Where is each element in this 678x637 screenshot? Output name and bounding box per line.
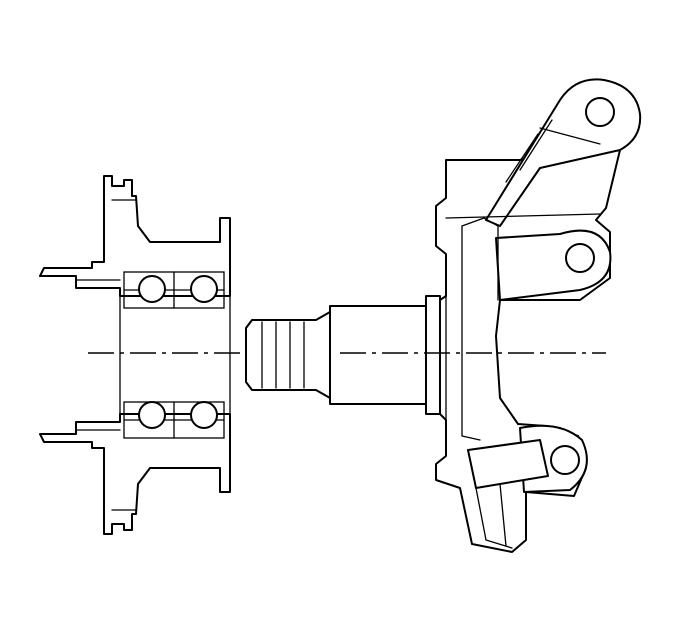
knuckle-lower-arm-edge [475,487,513,549]
knuckle-inner-face [461,217,499,301]
knuckle-lower-hole [550,445,580,475]
bearing-ball [190,275,218,303]
hub-upper-flange [39,175,231,297]
knuckle-middle-hole [565,243,595,273]
steering-knuckle [435,78,642,553]
shaft-collar [425,295,441,415]
bearing-ball [138,275,166,303]
knuckle-lower-arm [467,439,549,489]
knuckle-inner-face [461,225,481,441]
knuckle-arm-edge [505,133,539,183]
hub-bearing [123,271,225,439]
shaft-spline-end [245,311,331,399]
hub-lower-flange [39,413,231,535]
shaft-body [329,305,431,405]
knuckle-arm-edge [519,119,553,171]
knuckle-lower-arm-edge [499,483,507,547]
bearing-ball [190,401,218,429]
knuckle-edge-line [445,213,601,219]
wheel-hub [39,175,231,535]
knuckle-arm-edge [539,127,601,145]
drive-shaft-stub [245,295,441,415]
knuckle-upper-hole [585,97,615,127]
bearing-ball [138,401,166,429]
